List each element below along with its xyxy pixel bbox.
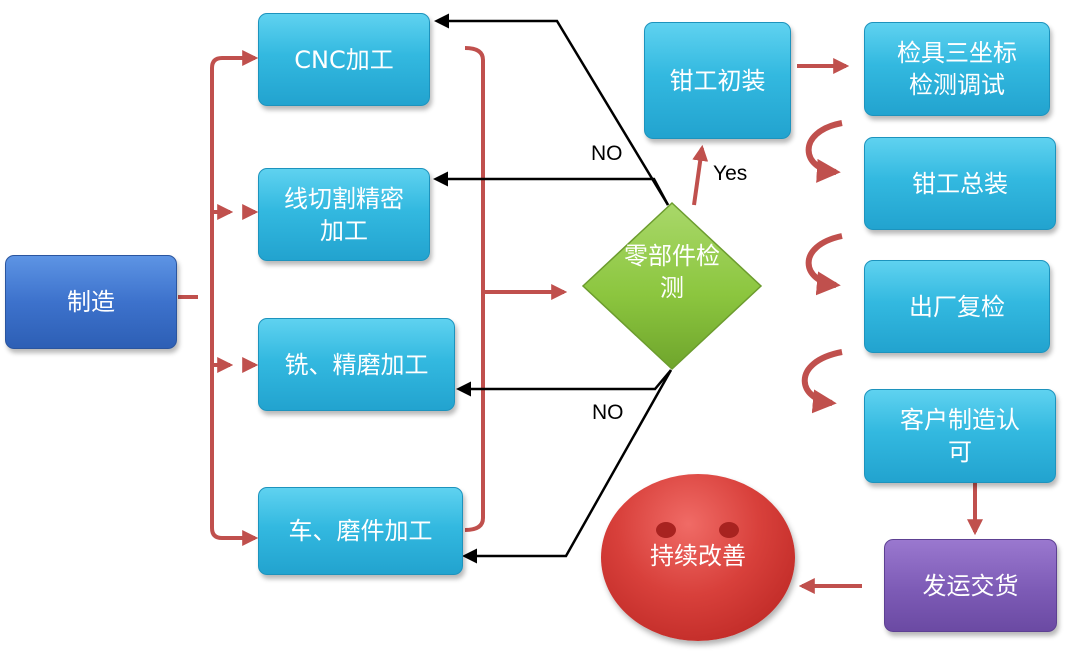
- node-wire-cut-label: 线切割精密加工: [284, 184, 404, 245]
- node-fitter-initial-label: 钳工初装: [669, 66, 766, 95]
- node-manufacture-label: 制造: [67, 288, 115, 316]
- node-fitter-final-label: 钳工总装: [912, 169, 1008, 198]
- no-label-bottom: NO: [592, 401, 624, 424]
- inspection-label: 零部件检测: [624, 242, 720, 302]
- node-customer-approval: 客户制造认可: [864, 389, 1056, 483]
- left-eye-dot: [656, 522, 676, 538]
- merge-bracket: [464, 46, 568, 532]
- node-customer-approval-label: 客户制造认可: [900, 406, 1020, 466]
- inspection-diamond: [581, 201, 763, 371]
- no-label-top: NO: [591, 142, 623, 165]
- yes-arrow: [692, 144, 709, 206]
- node-cnc: CNC加工: [258, 13, 430, 106]
- node-fitter-final: 钳工总装: [864, 137, 1056, 230]
- node-cnc-label: CNC加工: [294, 45, 394, 74]
- node-factory-recheck: 出厂复检: [864, 260, 1050, 353]
- right-eye-dot: [719, 522, 739, 538]
- yes-label: Yes: [713, 162, 748, 185]
- improvement-circle: [601, 474, 795, 641]
- node-milling: 铣、精磨加工: [258, 318, 455, 411]
- node-delivery: 发运交货: [884, 539, 1057, 632]
- node-manufacture: 制造: [5, 255, 177, 349]
- node-delivery-label: 发运交货: [922, 571, 1019, 600]
- improvement-label: 持续改善: [650, 542, 746, 570]
- node-fixture-cmm-label: 检具三坐标检测调试: [897, 39, 1017, 99]
- node-turning: 车、磨件加工: [258, 487, 463, 575]
- node-fitter-initial: 钳工初装: [644, 22, 791, 139]
- node-wire-cut: 线切割精密加工: [258, 168, 430, 261]
- node-milling-label: 铣、精磨加工: [284, 350, 429, 379]
- feedback-arrows: [433, 13, 673, 564]
- node-fixture-cmm: 检具三坐标检测调试: [864, 22, 1050, 116]
- node-factory-recheck-label: 出厂复检: [909, 292, 1005, 321]
- curved-arrows: [801, 120, 843, 414]
- fan-out-bracket: [178, 50, 259, 546]
- node-turning-label: 车、磨件加工: [288, 517, 433, 545]
